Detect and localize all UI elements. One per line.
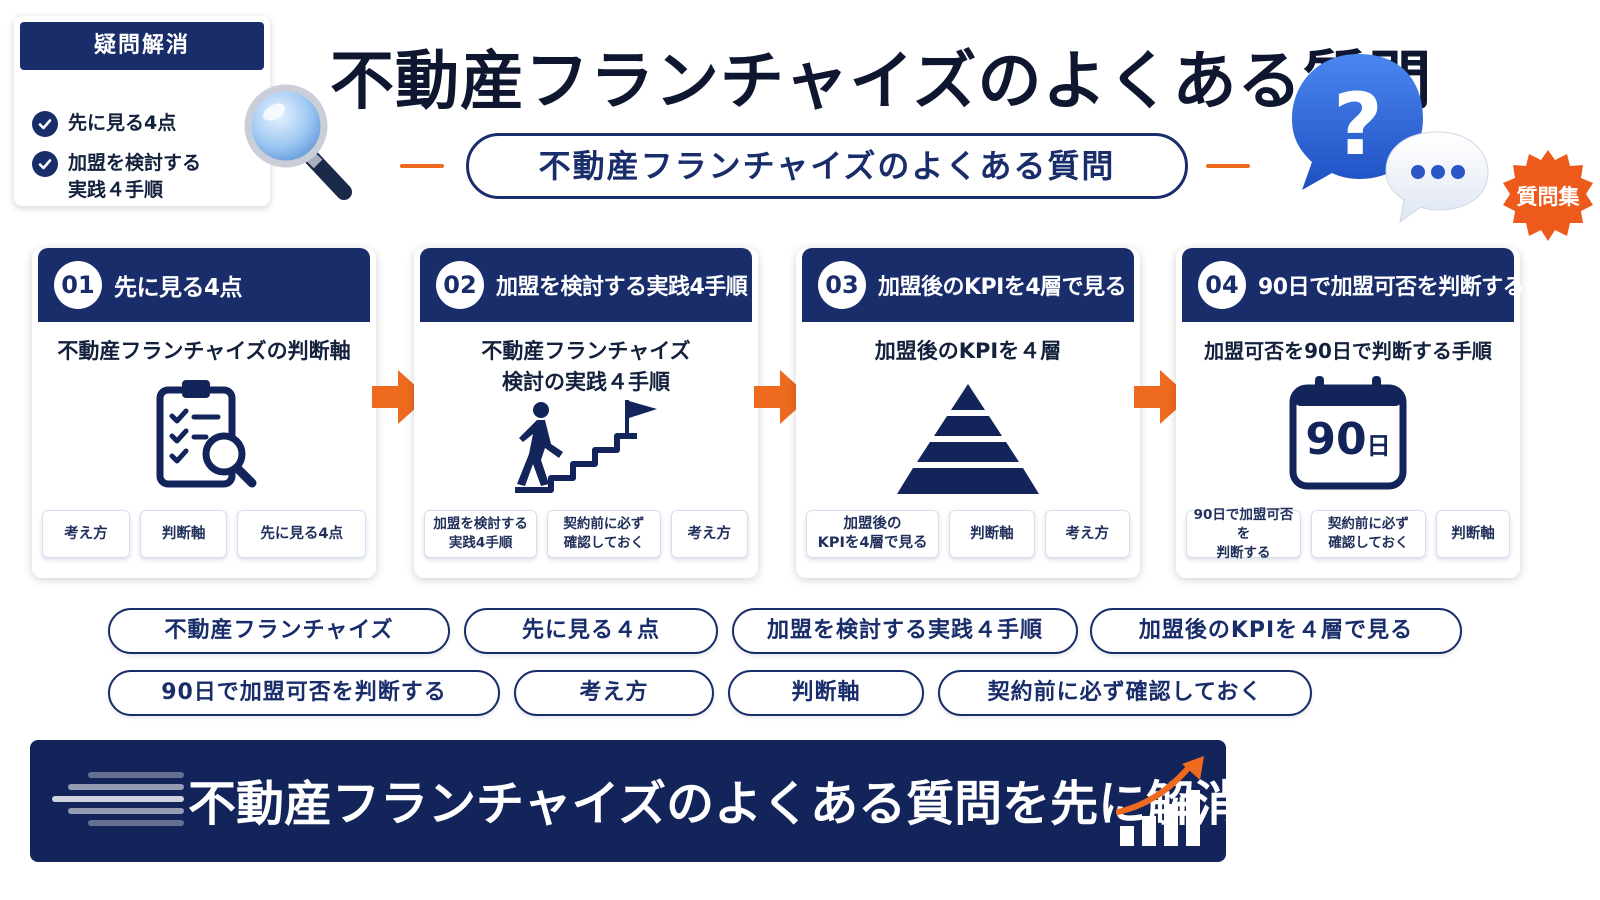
step-subtitle: 不動産フランチャイズの判断軸 [57, 339, 351, 363]
step-illustration [32, 376, 376, 496]
step-card-02: 02 加盟を検討する実践4手順 不動産フランチャイズ 検討の実践４手順 加盟を検… [414, 248, 758, 578]
calendar-unit: 日 [1366, 432, 1391, 460]
banner-text: 不動産フランチャイズのよくある質問を先に解消しておく [188, 776, 1432, 832]
magnifier-icon [244, 84, 352, 200]
step-number: 01 [54, 261, 102, 309]
tag: 加盟を検討する 実践4手順 [424, 510, 538, 558]
step-number: 02 [436, 261, 484, 309]
speed-lines-icon [52, 772, 184, 826]
tag: 加盟後の KPIを4層で見る [806, 510, 940, 558]
step-card-04: 04 90日で加盟可否を判断する 加盟可否を90日で判断する手順 90日 90日… [1176, 248, 1525, 578]
step-number: 04 [1198, 261, 1246, 309]
keyword-pill: 考え方 [514, 670, 714, 716]
tag-row: 90日で加盟可否を 判断する 契約前に必ず 確認しておく 判断軸 [1186, 507, 1510, 561]
keyword-pill: 加盟後のKPIを４層で見る [1090, 608, 1462, 654]
step-card-01: 01 先に見る4点 不動産フランチャイズの判断軸 考え方 判断軸 先に見る4点 [32, 248, 376, 578]
note-item-1: 先に見る4点 [32, 110, 176, 137]
check-icon [32, 151, 58, 177]
step-card-03: 03 加盟後のKPIを4層で見る 加盟後のKPIを４層 加盟後の KPIを4層で… [796, 248, 1140, 578]
tag: 契約前に必ず 確認しておく [1310, 510, 1426, 558]
step-header: 02 加盟を検討する実践4手順 [420, 248, 752, 322]
calendar-number: 90 [1305, 414, 1367, 465]
step-title: 加盟を検討する実践4手順 [496, 275, 748, 300]
summary-banner: 不動産フランチャイズのよくある質問を先に解消しておく [30, 740, 1431, 862]
tag: 先に見る4点 [237, 510, 367, 558]
step-illustration [796, 382, 1140, 502]
question-collection-badge: 質問集 [1502, 150, 1594, 242]
keyword-pill: 加盟を検討する実践４手順 [732, 608, 1078, 654]
note-item-2: 加盟を検討する 実践４手順 [32, 150, 201, 204]
arrow-right-icon [754, 370, 810, 424]
step-title: 加盟後のKPIを4層で見る [878, 275, 1127, 300]
keyword-pill: 不動産フランチャイズ [108, 608, 450, 654]
tag: 判断軸 [949, 510, 1035, 558]
calendar-icon: 90日 [1289, 374, 1407, 490]
badge-label: 質問集 [1516, 185, 1580, 209]
step-header: 01 先に見る4点 [38, 248, 370, 322]
tag: 契約前に必ず 確認しておく [547, 510, 661, 558]
tag-row: 加盟を検討する 実践4手順 契約前に必ず 確認しておく 考え方 [424, 510, 748, 558]
tag: 判断軸 [1435, 510, 1510, 558]
subtitle-right-dash [1206, 164, 1250, 168]
step-subtitle: 不動産フランチャイズ 検討の実践４手順 [481, 339, 691, 394]
arrow-right-icon [1134, 370, 1190, 424]
note-item-label: 先に見る4点 [68, 112, 177, 134]
keyword-pill: 契約前に必ず確認しておく [938, 670, 1312, 716]
step-illustration: 90日 [1176, 374, 1520, 494]
tag-row: 加盟後の KPIを4層で見る 判断軸 考え方 [806, 510, 1130, 558]
stairs-flag-icon [515, 400, 657, 493]
pyramid-icon [897, 384, 1039, 494]
step-subtitle: 加盟後のKPIを４層 [874, 339, 1062, 363]
page-subtitle: 不動産フランチャイズのよくある質問 [466, 133, 1188, 199]
arrow-right-icon [372, 370, 428, 424]
tag-row: 考え方 判断軸 先に見る4点 [42, 510, 367, 558]
step-title: 先に見る4点 [114, 275, 243, 301]
svg-text:?: ? [1333, 75, 1383, 175]
growth-chart-icon [1116, 756, 1204, 846]
keyword-pill: 先に見る４点 [464, 608, 718, 654]
calendar-label: 90日 [1289, 414, 1407, 465]
subtitle-left-dash [400, 164, 444, 168]
tag: 判断軸 [139, 510, 228, 558]
step-title: 90日で加盟可否を判断する [1258, 275, 1525, 300]
tag: 考え方 [42, 510, 130, 558]
step-header: 03 加盟後のKPIを4層で見る [802, 248, 1134, 322]
keyword-pill: 判断軸 [728, 670, 924, 716]
note-item-label: 加盟を検討する 実践４手順 [68, 152, 202, 201]
tag: 90日で加盟可否を 判断する [1186, 507, 1301, 561]
step-illustration [414, 398, 758, 498]
step-header: 04 90日で加盟可否を判断する [1182, 248, 1525, 322]
tag: 考え方 [1044, 510, 1130, 558]
check-icon [32, 111, 58, 137]
summary-note-card: 疑問解消 先に見る4点 加盟を検討する 実践４手順 [14, 16, 270, 206]
keyword-pill: 90日で加盟可否を判断する [108, 670, 500, 716]
page-title: 不動産フランチャイズのよくある質問 [330, 45, 1433, 119]
tag: 考え方 [670, 510, 748, 558]
clipboard-magnifier-icon [156, 380, 257, 488]
step-subtitle: 加盟可否を90日で判断する手順 [1204, 339, 1492, 363]
step-number: 03 [818, 261, 866, 309]
starburst-icon [1503, 150, 1593, 241]
note-card-title: 疑問解消 [20, 22, 264, 70]
question-bubbles-icon: ? [1292, 54, 1489, 224]
